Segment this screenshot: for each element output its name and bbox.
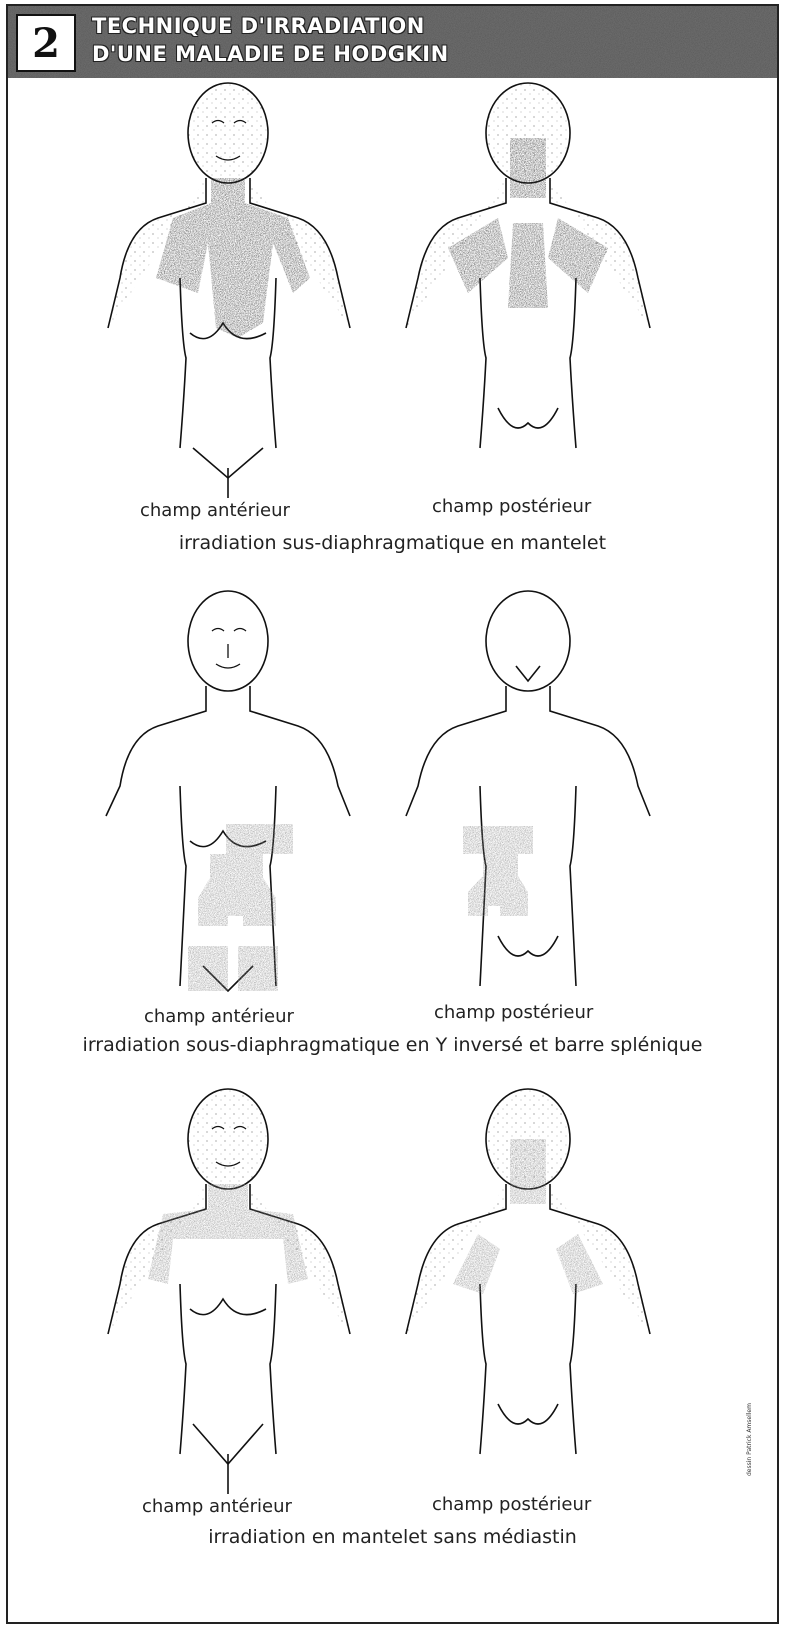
figure-back-mantle-no-mediastinum	[388, 1084, 688, 1504]
figure-back-mantle	[388, 78, 688, 498]
inverted-y-field-front	[188, 824, 293, 991]
figure-front-inverted-y	[88, 586, 388, 1006]
figure-header: 2 TECHNIQUE D'IRRADIATION D'UNE MALADIE …	[8, 6, 777, 78]
section-1-posterior-label: champ postérieur	[432, 496, 591, 517]
inverted-y-field-back	[463, 826, 533, 916]
section-3-title: irradiation en mantelet sans médiastin	[8, 1526, 777, 1548]
section-2-anterior-label: champ antérieur	[144, 1006, 294, 1027]
section-3-posterior-label: champ postérieur	[432, 1494, 591, 1515]
figure-frame: 2 TECHNIQUE D'IRRADIATION D'UNE MALADIE …	[6, 4, 779, 1624]
section-3-anterior-label: champ antérieur	[142, 1496, 292, 1517]
body-front-outline-3	[108, 1089, 350, 1494]
mantle-field-no-mediastinum-back	[453, 1139, 603, 1294]
figure-front-mantle	[88, 78, 388, 498]
body-back-outline-2	[406, 591, 650, 986]
mantle-field-no-mediastinum-front	[148, 1184, 308, 1284]
section-2-title: irradiation sous-diaphragmatique en Y in…	[8, 1034, 777, 1056]
figure-title-line-2: D'UNE MALADIE DE HODGKIN	[92, 42, 449, 66]
section-1-title: irradiation sus-diaphragmatique en mante…	[8, 532, 777, 554]
figure-front-mantle-no-mediastinum	[88, 1084, 388, 1504]
figure-number: 2	[16, 14, 76, 72]
face-features-front-2	[212, 629, 246, 669]
figure-back-inverted-y	[388, 586, 688, 1006]
section-1-anterior-label: champ antérieur	[140, 500, 290, 521]
section-2-posterior-label: champ postérieur	[434, 1002, 593, 1023]
mantle-field-front	[156, 178, 310, 338]
illustrator-credit: dessin Patrick Amsellem	[746, 1403, 753, 1476]
figure-title-line-1: TECHNIQUE D'IRRADIATION	[92, 14, 425, 38]
